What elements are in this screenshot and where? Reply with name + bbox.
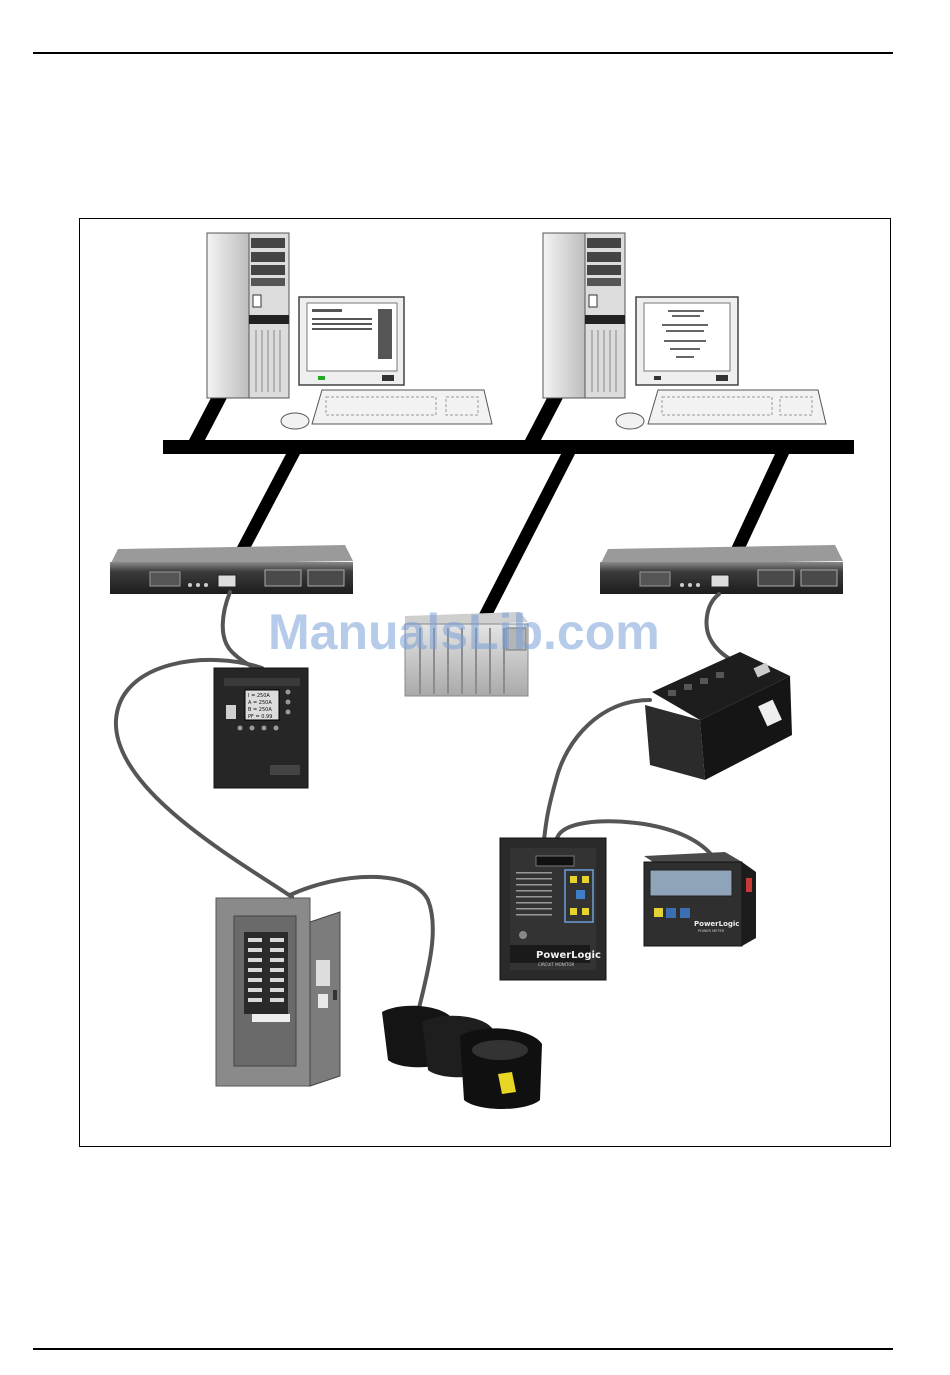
circuit-monitor-caption: CIRCUIT MONITOR xyxy=(538,962,575,967)
io-module xyxy=(645,652,792,780)
mouse-icon xyxy=(281,413,309,429)
ethernet-gateway-left xyxy=(110,545,353,594)
power-meter-brand: PowerLogic xyxy=(694,920,739,928)
power-meter: PowerLogic POWER METER xyxy=(644,852,756,946)
monitor-icon xyxy=(299,297,404,385)
cable-io-to-circuit-monitor xyxy=(544,700,650,840)
workstation-left xyxy=(207,233,492,429)
current-sensors xyxy=(382,1006,542,1109)
current-sensor-icon xyxy=(382,1006,542,1109)
ethernet-gateway-icon xyxy=(600,545,843,594)
protective-relay-icon xyxy=(214,668,308,788)
pc-tower-icon xyxy=(207,233,289,398)
io-module-icon xyxy=(645,652,792,780)
breaker-panel-icon xyxy=(216,898,340,1086)
power-meter-caption: POWER METER xyxy=(698,929,725,933)
footer-rule xyxy=(33,1348,893,1350)
relay-readout-3: B = 250A xyxy=(248,707,272,713)
keyboard-icon xyxy=(648,390,826,424)
keyboard-icon xyxy=(312,390,492,424)
protective-relay: I = 250A A = 250A B = 250A PF = 0.99 xyxy=(214,668,308,788)
workstation-right xyxy=(543,233,826,429)
circuit-monitor-brand: PowerLogic xyxy=(536,950,601,961)
monitor-icon xyxy=(636,297,738,385)
ethernet-gateway-right xyxy=(600,545,843,594)
pc-tower-icon xyxy=(543,233,625,398)
ethernet-gateway-icon xyxy=(110,545,353,594)
relay-readout-2: A = 250A xyxy=(248,700,272,706)
relay-readout-1: I = 250A xyxy=(248,693,270,699)
breaker-panel xyxy=(216,898,340,1086)
mouse-icon xyxy=(616,413,644,429)
circuit-monitor: PowerLogic CIRCUIT MONITOR xyxy=(500,838,606,980)
watermark: ManualsLib.com xyxy=(268,603,708,661)
relay-readout-4: PF = 0.99 xyxy=(248,714,272,720)
